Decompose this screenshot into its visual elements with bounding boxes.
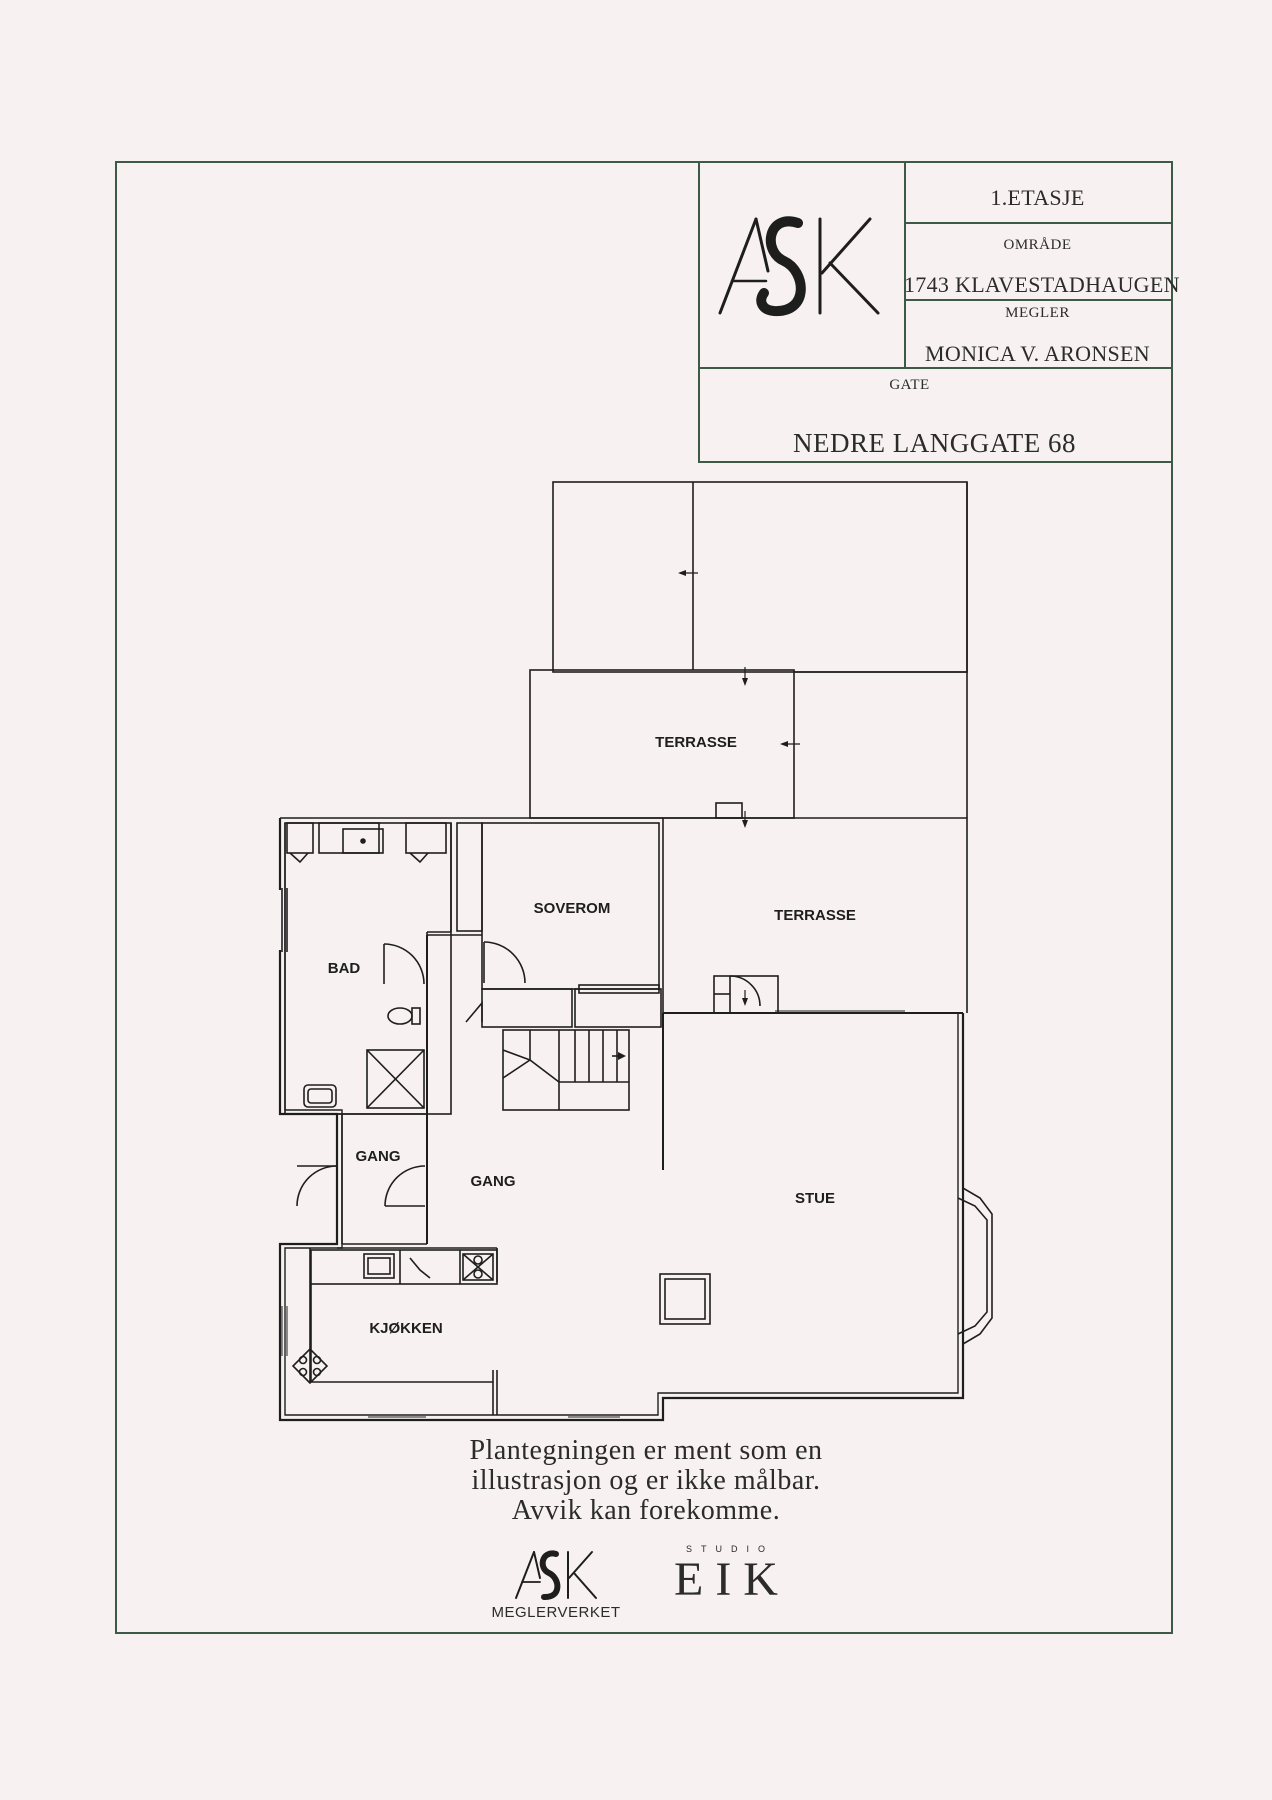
street-label: GATE — [889, 377, 930, 393]
room-label-gang-small: GANG — [356, 1148, 401, 1165]
disclaimer-line-3: Avvik kan forekomme. — [511, 1495, 781, 1526]
title-block-divider-2 — [904, 299, 1171, 301]
title-block: 1.ETASJE OMRÅDE 1743 KLAVESTADHAUGEN MEG… — [698, 163, 1180, 463]
room-label-bad: BAD — [328, 960, 361, 977]
room-label-stue: STUE — [795, 1190, 835, 1207]
agent-label: MEGLER — [1005, 305, 1070, 321]
disclaimer-line-2: illustrasjon og er ikke målbar. — [471, 1465, 821, 1496]
studio-label: STUDIO — [685, 1544, 774, 1554]
area-value: 1743 KLAVESTADHAUGEN — [904, 272, 1180, 297]
room-label-soverom: SOVEROM — [534, 900, 611, 917]
agent-value: MONICA V. ARONSEN — [925, 341, 1150, 366]
title-block-left-border — [698, 163, 700, 463]
title-block-divider-vertical — [904, 163, 906, 367]
room-label-kjokken: KJØKKEN — [369, 1320, 442, 1337]
street-value: NEDRE LANGGATE 68 — [793, 428, 1076, 458]
room-label-terrasse-right: TERRASSE — [774, 907, 856, 924]
floor-value: 1.ETASJE — [990, 185, 1085, 210]
disclaimer: Plantegningen er ment som en illustrasjo… — [336, 1436, 956, 1526]
title-block-bottom-border — [698, 461, 1171, 463]
meglerverket-label: MEGLERVERKET — [491, 1604, 621, 1621]
room-label-gang-main: GANG — [471, 1173, 516, 1190]
disclaimer-line-1: Plantegningen er ment som en — [469, 1435, 823, 1466]
eik-label: EIK — [674, 1553, 790, 1606]
room-label-terrasse-upper: TERRASSE — [655, 734, 737, 751]
ask-footer-logo-mark — [515, 1550, 597, 1600]
ask-logo — [718, 216, 880, 316]
title-block-divider-3 — [698, 367, 1171, 369]
ask-meglerverket-logo: MEGLERVERKET — [486, 1546, 626, 1621]
title-block-divider-1 — [904, 222, 1171, 224]
drawing-frame — [115, 161, 1173, 1634]
area-label: OMRÅDE — [1003, 237, 1072, 253]
studio-eik-logo: STUDIO EIK — [664, 1544, 788, 1606]
